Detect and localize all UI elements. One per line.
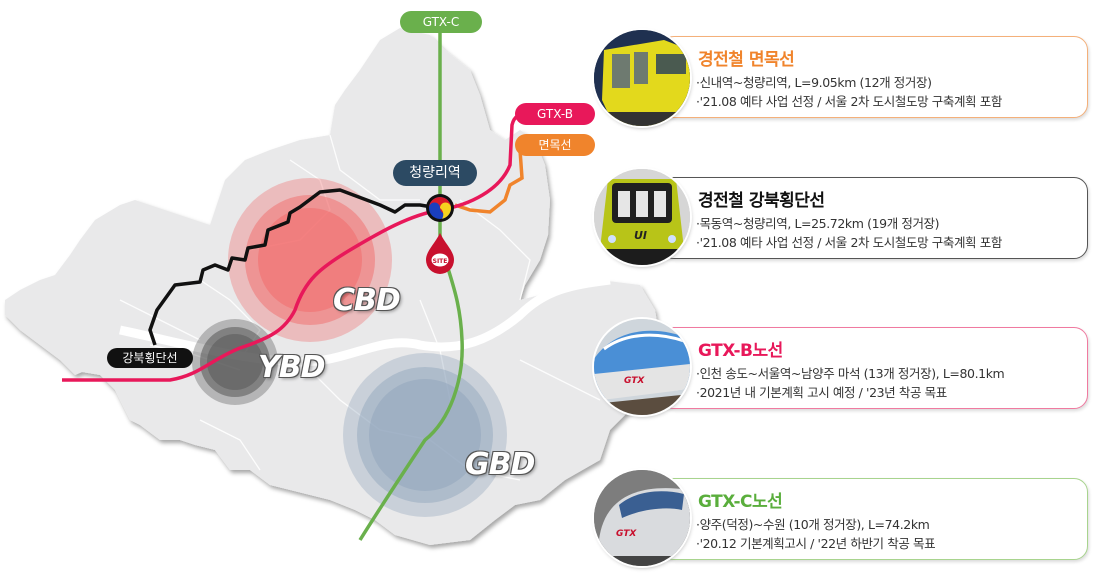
station-label: 청량리역 <box>393 160 477 186</box>
myeonmok-line <box>454 149 524 214</box>
card-status-text: ·'21.08 예타 사업 선정 / 서울 2차 도시철도망 구축계획 포함 <box>696 94 1002 109</box>
info-card-gtx-c: GTX-C노선 ·양주(덕정)~수원 (10개 정거장), L=74.2km ·… <box>660 478 1088 560</box>
gtx-b-line <box>62 111 531 382</box>
gtx-b-badge: GTX-B <box>515 103 595 125</box>
info-card-myeonmok: 경전철 면목선 ·신내역~청량리역, L=9.05km (12개 정거장) ·'… <box>660 36 1088 118</box>
zone-label-cbd: CBD <box>333 283 401 318</box>
gtx-b-train-photo: GTX <box>594 319 690 415</box>
zone-gbd <box>343 353 507 517</box>
card-route-text: ·신내역~청량리역, L=9.05km (12개 정거장) <box>696 75 932 90</box>
card-route-text: ·양주(덕정)~수원 (10개 정거장), L=74.2km <box>696 517 930 532</box>
info-card-gangbuk: 경전철 강북횡단선 ·목동역~청량리역, L=25.72km (19개 정거장)… <box>660 177 1088 259</box>
card-status-text: ·'21.08 예타 사업 선정 / 서울 2차 도시철도망 구축계획 포함 <box>696 235 1002 250</box>
card-route-text: ·인천 송도~서울역~남양주 마석 (13개 정거장), L=80.1km <box>696 366 1005 381</box>
card-title: 경전철 면목선 <box>698 50 795 70</box>
zone-cbd <box>228 178 392 342</box>
card-title: GTX-C노선 <box>698 492 783 512</box>
card-title: GTX-B노선 <box>698 341 783 361</box>
card-route-text: ·목동역~청량리역, L=25.72km (19개 정거장) <box>696 216 940 231</box>
card-title: 경전철 강북횡단선 <box>698 191 825 211</box>
zone-label-ybd: YBD <box>258 350 325 385</box>
svg-text:GTX: GTX <box>624 376 645 386</box>
station-icon <box>426 194 454 222</box>
gtx-c-badge: GTX-C <box>400 11 482 33</box>
svg-text:UI: UI <box>634 229 647 242</box>
gangbuk-line <box>148 188 439 346</box>
svg-text:GTX: GTX <box>616 529 637 539</box>
svg-text:SITE: SITE <box>433 258 448 265</box>
gtx-c-train-photo: GTX <box>594 470 690 566</box>
gtx-c-line <box>358 30 464 541</box>
site-pin-icon: SITE <box>426 233 454 274</box>
zone-label-gbd: GBD <box>465 447 535 482</box>
card-status-text: ·'20.12 기본계획고시 / '22년 하반기 착공 목표 <box>696 536 936 551</box>
yellow-light-rail-train-photo <box>594 30 690 126</box>
info-card-gtx-b: GTX-B노선 ·인천 송도~서울역~남양주 마석 (13개 정거장), L=8… <box>660 327 1088 409</box>
gangbuk-badge: 강북횡단선 <box>107 348 193 368</box>
ui-light-rail-train-photo: UI <box>594 169 690 265</box>
myeonmok-badge: 면목선 <box>515 134 595 156</box>
card-status-text: ·2021년 내 기본계획 고시 예정 / '23년 착공 목표 <box>696 385 947 400</box>
